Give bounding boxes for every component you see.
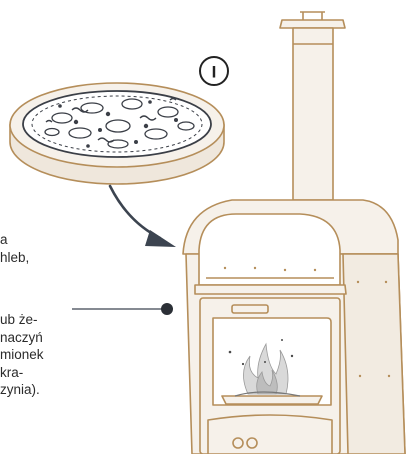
text-line: kra- <box>0 364 44 382</box>
oven-side-panel <box>343 254 405 454</box>
chimney-pipe <box>293 28 333 200</box>
pizza-illustration <box>10 83 224 184</box>
step-badge-label: I <box>212 63 217 82</box>
oven-pizza-chamber <box>199 214 340 285</box>
text-line: a <box>0 231 29 249</box>
vent-knob <box>233 438 243 448</box>
vent-knob <box>247 438 257 448</box>
callout-text-top: a hleb, <box>0 231 29 266</box>
oven-ledge <box>195 285 346 294</box>
oven-door-handle <box>232 305 268 313</box>
text-line: ub że- <box>0 311 44 329</box>
callout-dot-icon <box>72 303 173 315</box>
oven-door-vent <box>208 415 332 454</box>
chimney-cap <box>280 20 345 28</box>
text-line: hleb, <box>0 249 29 267</box>
text-line: mionek <box>0 346 44 364</box>
text-line: naczyń <box>0 329 44 347</box>
pizza-crust <box>23 91 211 157</box>
step-badge: I <box>200 57 228 85</box>
callout-text-bottom: ub że- naczyń mionek kra- zynia). <box>0 311 44 399</box>
text-line: zynia). <box>0 381 44 399</box>
curved-arrow-icon <box>110 186 176 247</box>
fire-grate <box>222 396 322 404</box>
